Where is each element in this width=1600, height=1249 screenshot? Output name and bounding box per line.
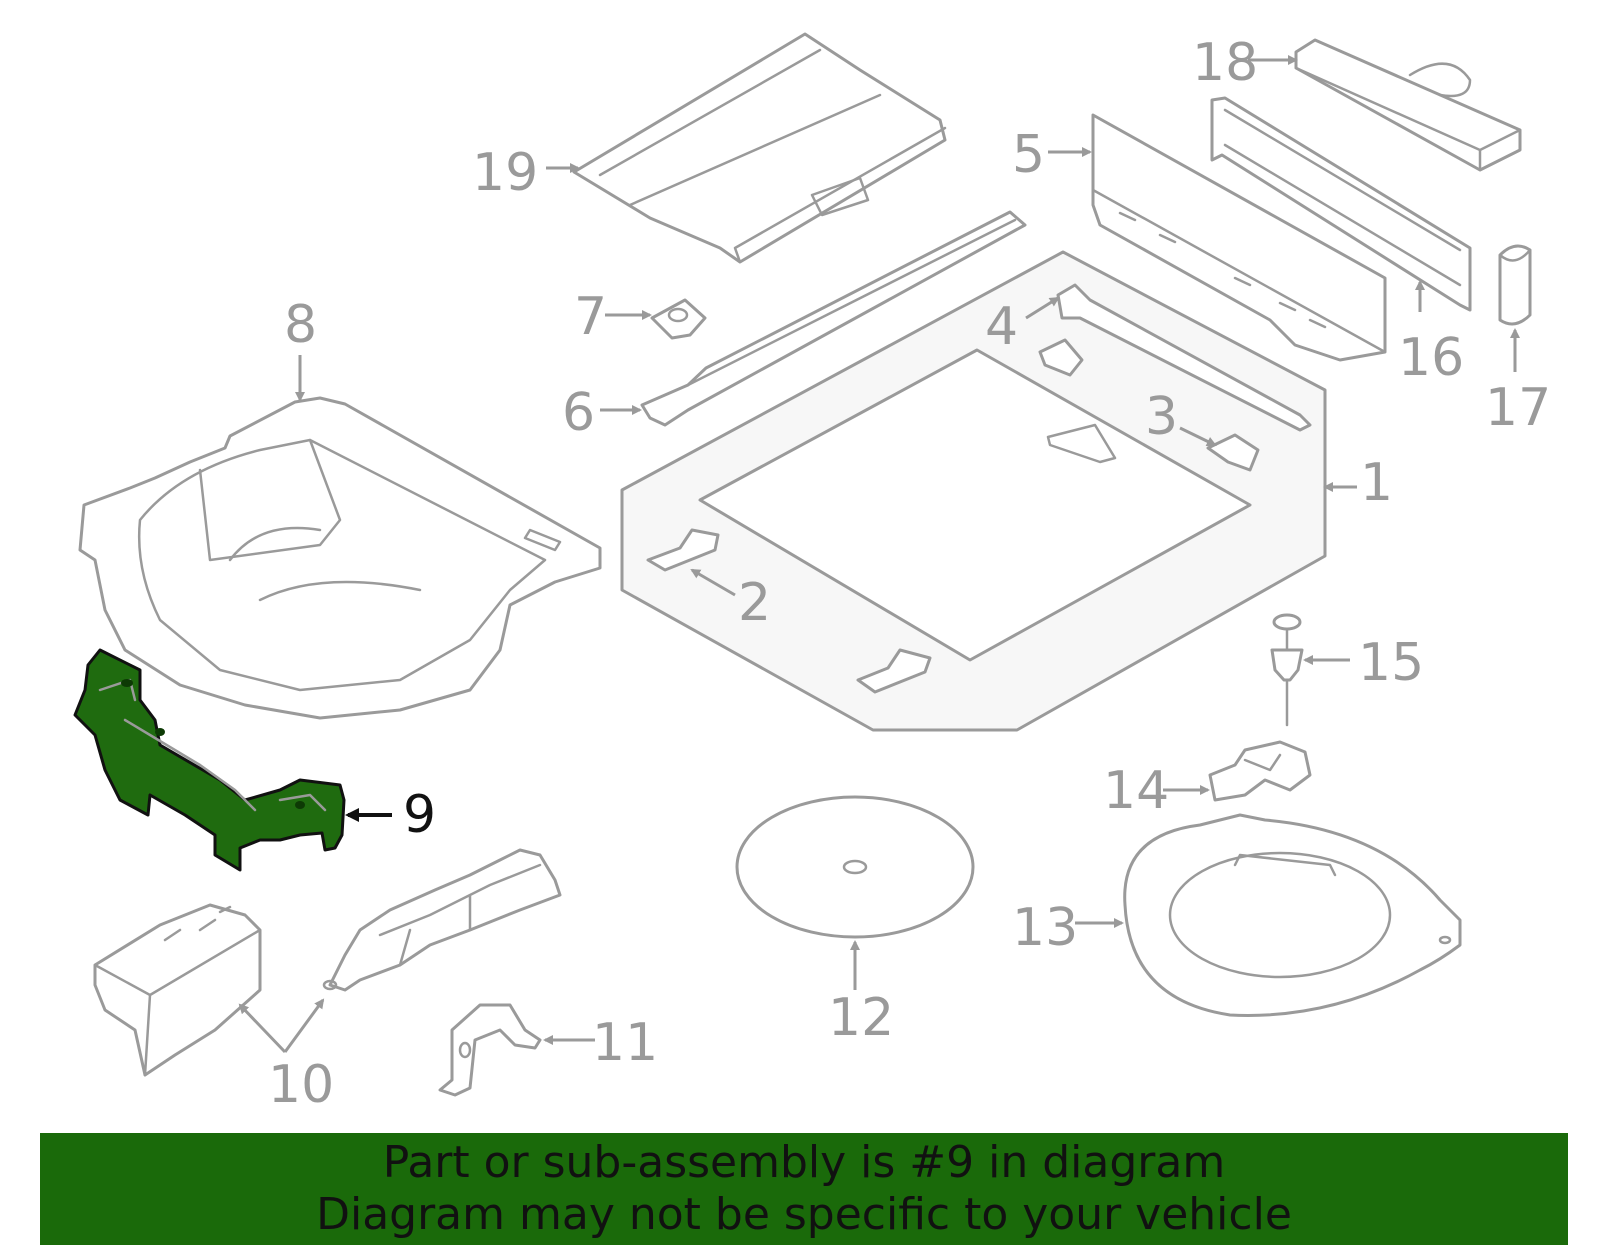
part-15-bolt — [1270, 613, 1304, 727]
part-7-clip — [650, 298, 707, 340]
callout-14: 14 — [1103, 761, 1169, 821]
part-4-strap — [1056, 283, 1312, 432]
info-banner: Part or sub-assembly is #9 in diagram Di… — [40, 1133, 1568, 1245]
callout-4: 4 — [985, 297, 1018, 357]
callout-19: 19 — [472, 143, 538, 203]
part-5-panel — [1091, 113, 1387, 362]
callout-2: 2 — [738, 573, 771, 633]
part-11-bracket — [438, 1003, 542, 1097]
part-9-cross-member-highlighted — [73, 648, 346, 872]
part-14-clamp — [1208, 740, 1312, 802]
callout-18: 18 — [1192, 33, 1258, 93]
part-18-storage-box — [1294, 38, 1522, 172]
part-1-floor-mat — [620, 250, 1327, 732]
banner-line-1: Part or sub-assembly is #9 in diagram — [382, 1137, 1226, 1188]
part-17-cylinder — [1498, 244, 1532, 326]
part-bracket-lower — [856, 648, 932, 694]
callout-17: 17 — [1485, 378, 1551, 438]
callout-8: 8 — [284, 295, 317, 355]
part-19-cargo-cover — [572, 32, 947, 264]
callout-13: 13 — [1012, 898, 1078, 958]
callout-7: 7 — [574, 287, 607, 347]
callout-5: 5 — [1012, 125, 1045, 185]
part-12-disc — [735, 795, 975, 939]
callout-10: 10 — [268, 1055, 334, 1115]
part-3-bracket — [1206, 433, 1260, 472]
leader-arrows — [238, 55, 1520, 1054]
callout-12: 12 — [828, 988, 894, 1048]
callout-11: 11 — [592, 1013, 658, 1073]
part-2-bracket — [646, 528, 720, 572]
part-8-trunk-floor — [78, 396, 602, 720]
part-6-rail-strip — [640, 210, 1027, 427]
banner-line-2: Diagram may not be specific to your vehi… — [316, 1189, 1292, 1240]
callout-15: 15 — [1358, 633, 1424, 693]
callout-16: 16 — [1398, 328, 1464, 388]
part-10-bracket-left — [93, 903, 262, 1077]
callout-6: 6 — [562, 383, 595, 443]
part-10-bracket-right — [322, 848, 562, 992]
part-13-tire-tray — [1123, 813, 1462, 1017]
callout-3: 3 — [1145, 387, 1178, 447]
callout-9-highlighted: 9 — [403, 785, 436, 845]
part-16-rail — [1210, 96, 1472, 312]
part-clip-small — [1038, 338, 1084, 377]
callout-1: 1 — [1360, 453, 1393, 513]
